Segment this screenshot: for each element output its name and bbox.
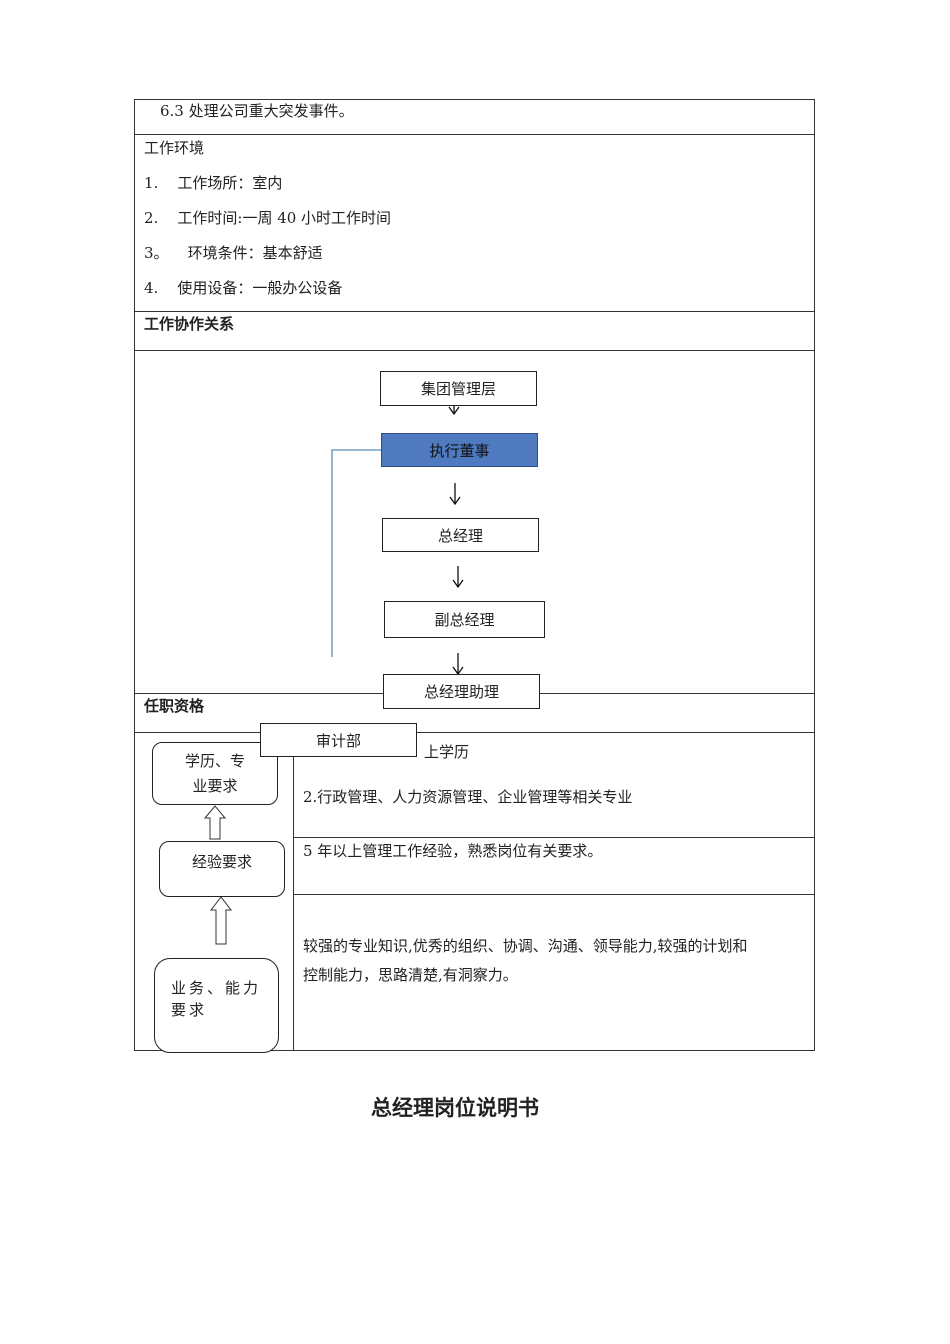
experience-text: 5 年以上管理工作经验，熟悉岗位有关要求。 [303, 842, 603, 860]
document-title: 总经理岗位说明书 [371, 1096, 539, 1120]
audit-connector-line [331, 449, 381, 657]
arrow-down-icon [449, 483, 461, 506]
org-node-gm-assistant: 总经理助理 [383, 674, 540, 709]
arrow-down-icon [452, 566, 464, 589]
collaboration-heading: 工作协作关系 [144, 315, 235, 333]
ability-requirement-box: 业务、能力要求 [154, 958, 279, 1053]
ability-line-2: 控制能力，思路清楚,有洞察力。 [303, 966, 518, 984]
duty-item-6-3: 6.3 处理公司重大突发事件。 [160, 102, 354, 120]
education-line-1: 上学历 [424, 743, 470, 761]
work-environment-item: 4. 使用设备：一般办公设备 [144, 279, 343, 297]
qualifications-heading: 任职资格 [144, 697, 205, 715]
hollow-up-arrow-icon [203, 805, 227, 840]
org-node-executive-director: 执行董事 [381, 433, 538, 467]
hollow-up-arrow-icon [209, 896, 233, 945]
ability-line-1: 较强的专业知识,优秀的组织、协调、沟通、领导能力,较强的计划和 [303, 937, 748, 955]
work-environment-item: 2. 工作时间:一周 40 小时工作时间 [144, 209, 392, 227]
org-node-general-manager: 总经理 [382, 518, 539, 552]
education-requirement-label: 学历、专业要求 [184, 752, 245, 795]
education-line-2: 2.行政管理、人力资源管理、企业管理等相关专业 [303, 788, 633, 806]
experience-requirement-box: 经验要求 [159, 841, 285, 897]
work-environment-item: 3。 环境条件：基本舒适 [144, 244, 323, 262]
org-node-deputy-general-manager: 副总经理 [384, 601, 545, 638]
ability-requirement-label: 业务、能力要求 [171, 979, 262, 1019]
org-node-audit-department: 审计部 [260, 723, 417, 757]
education-requirement-box: 学历、专业要求 [152, 742, 278, 805]
experience-requirement-label: 经验要求 [191, 853, 252, 871]
arrow-down-icon [452, 653, 464, 676]
org-node-group-management: 集团管理层 [380, 371, 537, 406]
work-environment-item: 1. 工作场所：室内 [144, 174, 283, 192]
work-environment-heading: 工作环境 [144, 139, 205, 157]
